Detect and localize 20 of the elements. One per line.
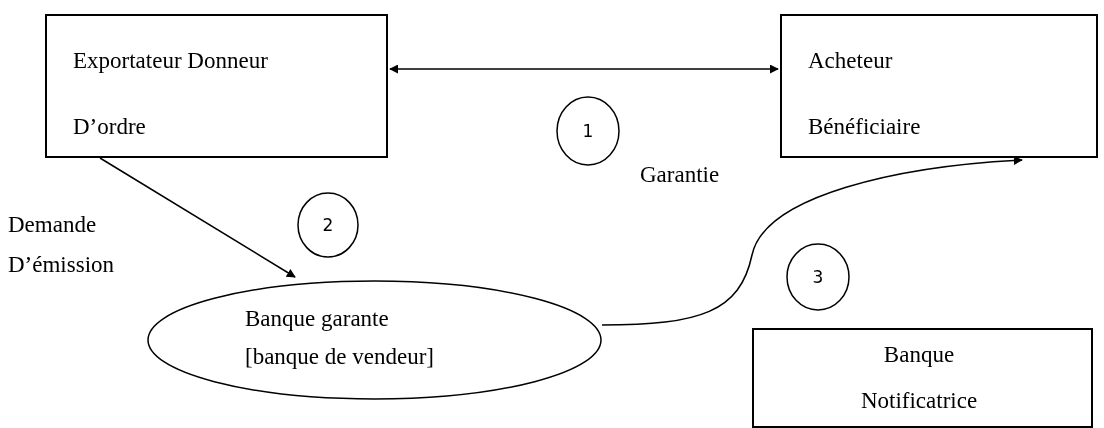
arrow xyxy=(601,156,1023,326)
annotation-text: Demande xyxy=(8,212,97,238)
step-circle xyxy=(786,243,850,311)
process-box xyxy=(45,14,388,158)
annotation-text: D’émission xyxy=(8,252,115,278)
node-label: Banque garante [banque de vendeur] xyxy=(245,305,436,371)
process-box xyxy=(780,14,1098,158)
step-number: 2 xyxy=(321,214,335,236)
process-box xyxy=(752,328,1093,428)
annotation-text: Garantie xyxy=(640,162,720,188)
arrow xyxy=(389,64,779,74)
node-label: Exportateur Donneur D’ordre xyxy=(73,47,269,141)
ellipse-node xyxy=(147,280,602,400)
arrow xyxy=(99,157,296,278)
node-label: Acheteur Bénéficiaire xyxy=(808,47,922,141)
step-number: 3 xyxy=(811,266,825,288)
node-label: Banque Notificatrice xyxy=(859,341,979,415)
step-number: 1 xyxy=(581,120,595,142)
step-circle xyxy=(556,96,620,166)
step-circle xyxy=(297,192,359,258)
